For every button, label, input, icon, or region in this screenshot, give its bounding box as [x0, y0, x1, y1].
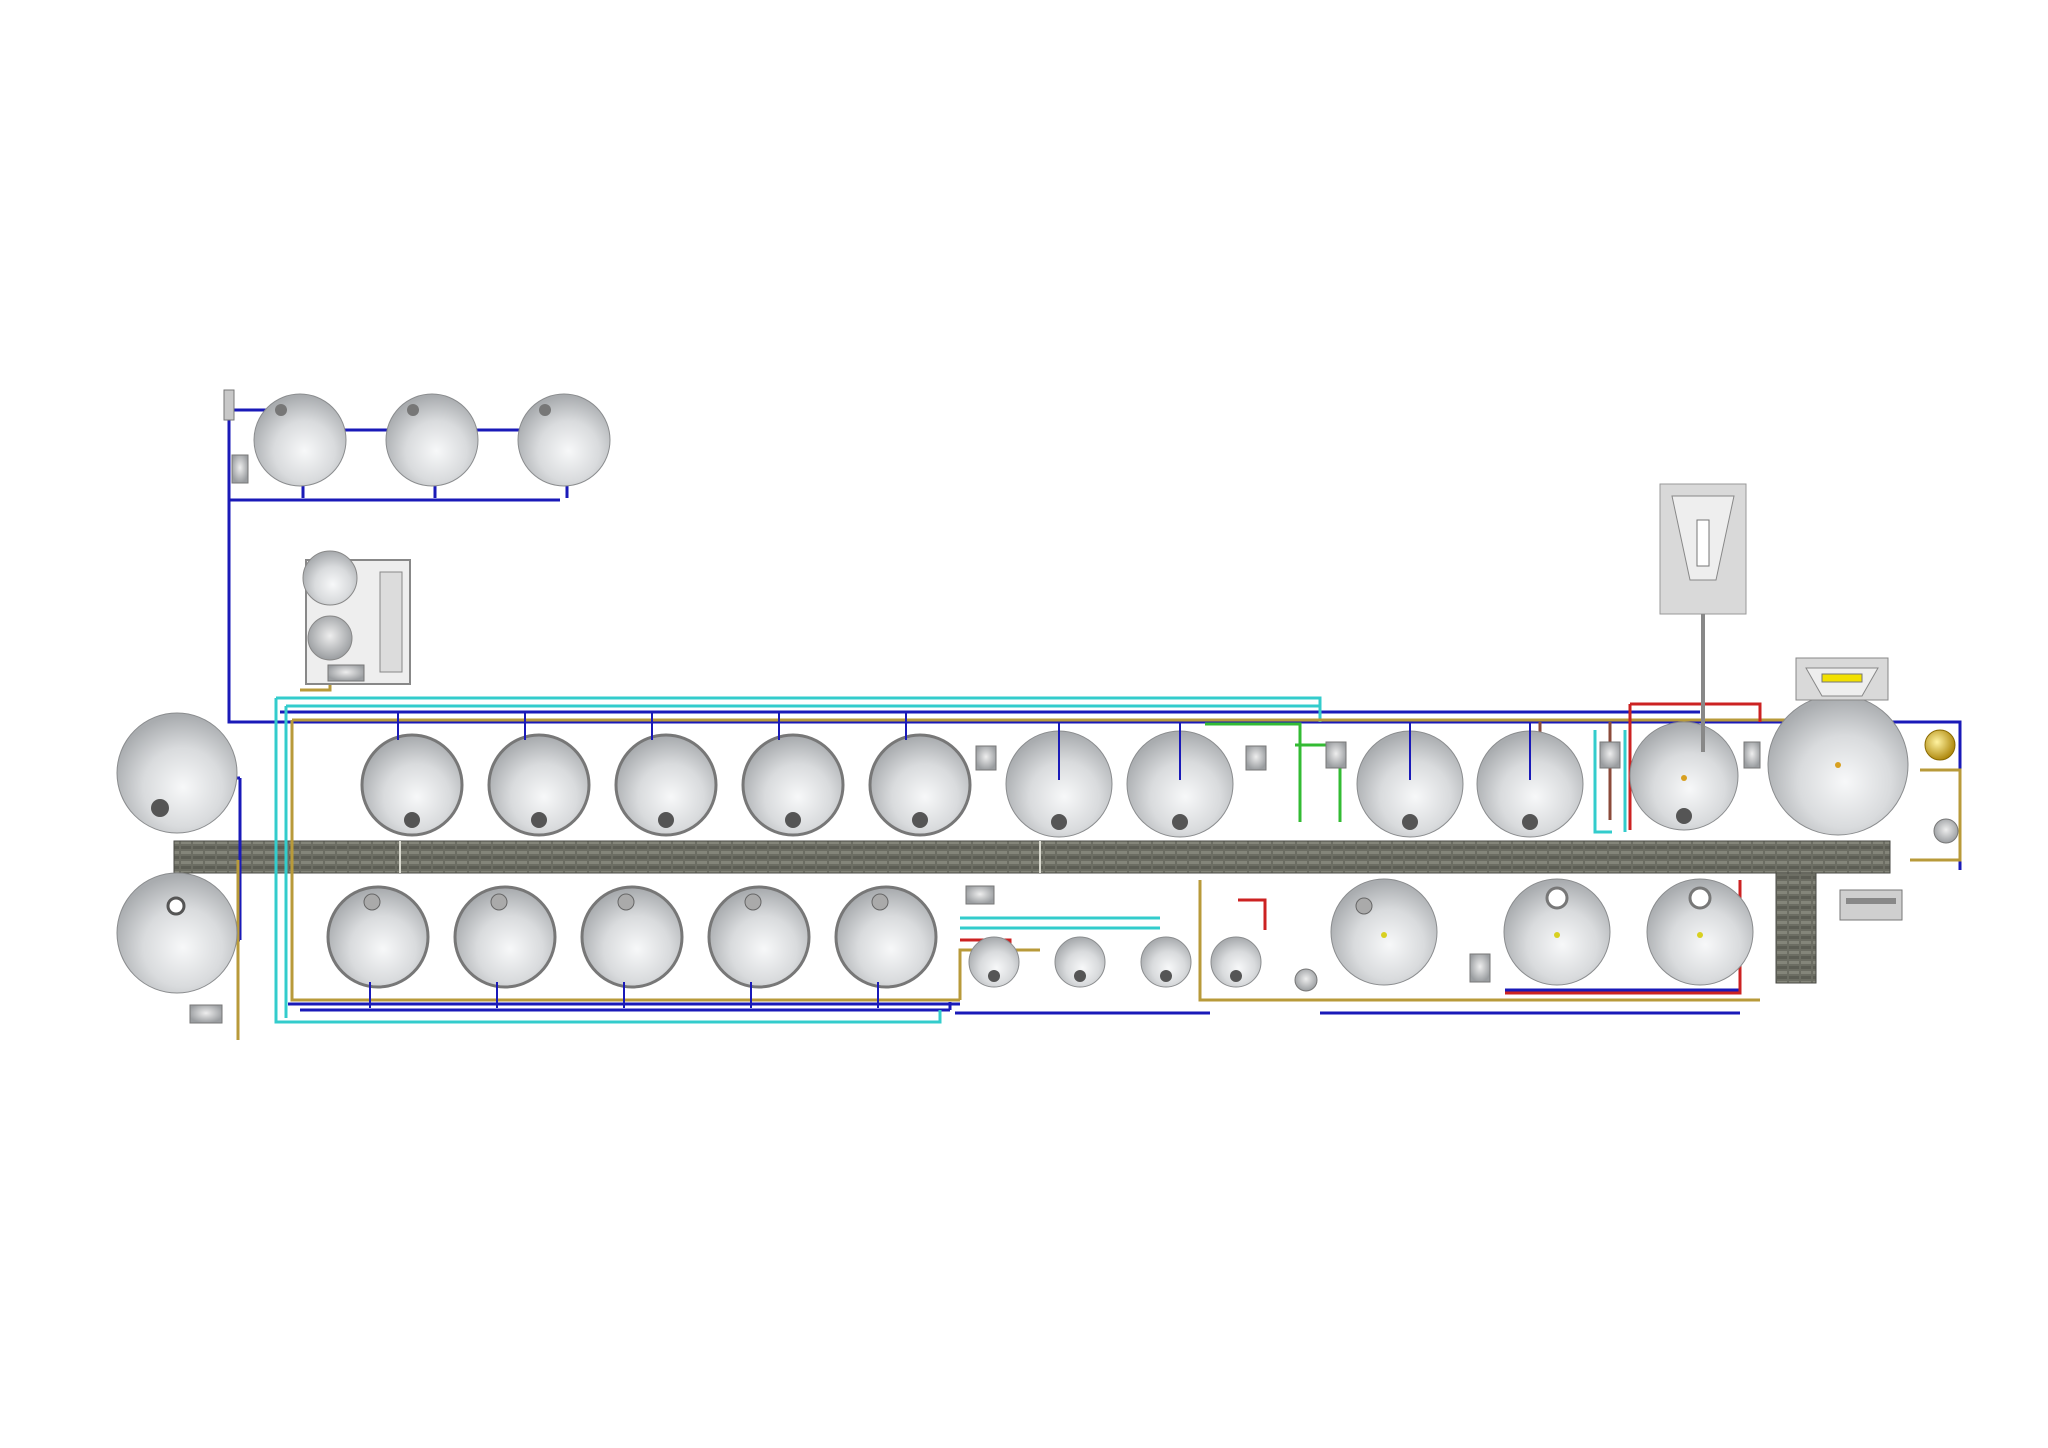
product-pipe — [1198, 768, 1962, 1002]
top-tank — [253, 393, 347, 487]
manhole-icon — [1160, 970, 1172, 982]
manhole-icon — [1676, 808, 1692, 824]
small-tank — [1140, 936, 1192, 988]
panel — [379, 571, 403, 673]
fermenter-tank — [487, 733, 591, 837]
fermenter-tank — [707, 885, 811, 989]
status-dot — [1554, 932, 1560, 938]
fermenter-tank — [326, 885, 430, 989]
filter-icon — [1245, 745, 1267, 771]
fermenter-tank — [741, 733, 845, 837]
pump-icon — [1933, 818, 1959, 844]
filter-icon — [975, 745, 997, 771]
filter-icon — [1325, 741, 1347, 769]
pump-icon — [1294, 968, 1318, 992]
top-tank — [517, 393, 611, 487]
cip-pipe — [1593, 730, 1627, 834]
control-panel — [1839, 889, 1903, 921]
filter-icon — [1743, 741, 1761, 769]
walkway — [173, 840, 1891, 984]
panel-bar — [1846, 898, 1896, 904]
manhole-icon — [785, 812, 801, 828]
pump-icon — [189, 1004, 223, 1024]
manhole-icon — [404, 812, 420, 828]
valve-icon — [223, 389, 235, 421]
manhole-icon — [407, 404, 419, 416]
manhole-icon — [1688, 886, 1712, 910]
water-pipe — [227, 410, 1962, 810]
gold-pump-icon — [1924, 729, 1956, 761]
fermenter-tank — [834, 885, 938, 989]
manhole-icon — [912, 812, 928, 828]
fermenter-tank — [580, 885, 684, 989]
right-lower-tanks — [1330, 878, 1903, 986]
pump-icon — [965, 885, 995, 905]
status-dot — [1381, 932, 1387, 938]
manhole-icon — [531, 812, 547, 828]
status-dot — [1681, 775, 1687, 781]
manhole-icon — [166, 896, 186, 916]
lauter-tun — [307, 615, 353, 661]
fermenter-tank — [453, 885, 557, 989]
cip-pipe — [284, 704, 1320, 1018]
main-walkway — [173, 840, 1891, 874]
manhole-icon — [363, 893, 381, 911]
manhole-icon — [658, 812, 674, 828]
large-tank — [116, 712, 238, 834]
pump-icon — [1469, 953, 1491, 983]
manhole-icon — [1051, 814, 1067, 830]
product-pipe — [290, 718, 1840, 1002]
hot-pipe — [1628, 702, 1762, 830]
left-tanks — [116, 712, 238, 1024]
manhole-icon — [151, 799, 169, 817]
mash-equipment — [302, 550, 411, 685]
manhole-icon — [1172, 814, 1188, 830]
manhole-icon — [275, 404, 287, 416]
fermenter-tank — [360, 733, 464, 837]
manhole-icon — [617, 893, 635, 911]
manhole-icon — [1074, 970, 1086, 982]
manhole-icon — [1522, 814, 1538, 830]
manhole-icon — [539, 404, 551, 416]
manhole-icon — [1355, 897, 1373, 915]
upper-fermenter-row — [360, 733, 972, 837]
middle-tanks — [975, 730, 1267, 838]
fermenter-tank — [868, 733, 972, 837]
manhole-icon — [1402, 814, 1418, 830]
hoppers — [1659, 483, 1889, 752]
small-tank — [1210, 936, 1262, 988]
feed-lines — [369, 712, 1531, 1008]
lower-fermenter-row — [326, 885, 938, 989]
small-tank — [968, 936, 1020, 988]
pump-icon — [327, 664, 365, 682]
mash-kettle — [302, 550, 358, 606]
manhole-icon — [988, 970, 1000, 982]
status-dot — [1697, 932, 1703, 938]
top-tank — [385, 393, 479, 487]
top-tank-row — [223, 389, 611, 487]
right-upper-tanks — [1325, 694, 1959, 844]
lower-small-tanks — [965, 885, 1491, 992]
manhole-icon — [490, 893, 508, 911]
cip-pipe — [274, 696, 1322, 1024]
cip-pipe — [960, 916, 1160, 930]
side-walkway — [1775, 872, 1817, 984]
manhole-icon — [1545, 886, 1569, 910]
filter-icon — [1599, 741, 1621, 769]
manhole-icon — [744, 893, 762, 911]
manhole-icon — [1230, 970, 1242, 982]
large-tank — [116, 872, 238, 994]
manhole-icon — [871, 893, 889, 911]
exchanger-bar — [1821, 673, 1863, 683]
hopper-slot — [1696, 519, 1710, 567]
pump-icon — [231, 454, 249, 484]
status-dot — [1835, 762, 1841, 768]
fermenter-tank — [614, 733, 718, 837]
small-tank — [1054, 936, 1106, 988]
